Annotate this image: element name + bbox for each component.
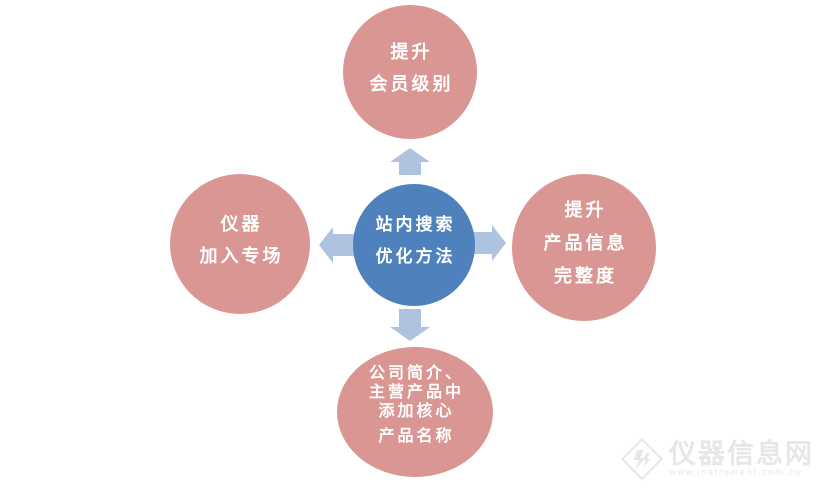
node-center-site-search-optimization: 站内搜索 优化方法 — [353, 184, 475, 306]
node-improve-product-info-completeness: 提升 产品信息 完整度 — [512, 174, 656, 321]
node-label-line: 提升 — [390, 42, 433, 62]
node-label-line: 产品信息 — [543, 233, 628, 253]
node-label-line: 公司简介、 — [368, 365, 464, 382]
node-label-line: 产品名称 — [378, 428, 455, 445]
node-label-line: 完整度 — [554, 266, 617, 286]
watermark: 仪器信息网 www.instrument.com.cn — [619, 436, 814, 482]
node-label-line: 仪器 — [220, 214, 263, 234]
watermark-site-url: www.instrument.com.cn — [669, 466, 802, 477]
node-label-line: 提升 — [564, 200, 607, 220]
node-label-line: 主营产品中 — [368, 384, 464, 401]
instrument-logo-icon — [620, 437, 664, 481]
arrow-right-icon — [470, 225, 506, 261]
node-label-line: 加入专场 — [199, 246, 284, 266]
node-label-line: 会员级别 — [369, 74, 454, 94]
node-add-core-product-names: 公司简介、 主营产品中 添加核心 产品名称 — [337, 347, 493, 477]
node-label-line: 优化方法 — [375, 247, 456, 266]
arrow-left-icon — [319, 227, 356, 263]
arrow-up-icon — [390, 148, 430, 175]
watermark-text: 仪器信息网 www.instrument.com.cn — [669, 438, 814, 478]
node-label-line: 站内搜索 — [375, 215, 456, 234]
node-improve-member-level: 提升 会员级别 — [343, 5, 477, 139]
node-label-line: 添加核心 — [378, 403, 455, 420]
node-instrument-join-special: 仪器 加入专场 — [170, 174, 310, 314]
arrow-down-icon — [390, 309, 430, 341]
watermark-site-name: 仪器信息网 — [669, 438, 814, 469]
